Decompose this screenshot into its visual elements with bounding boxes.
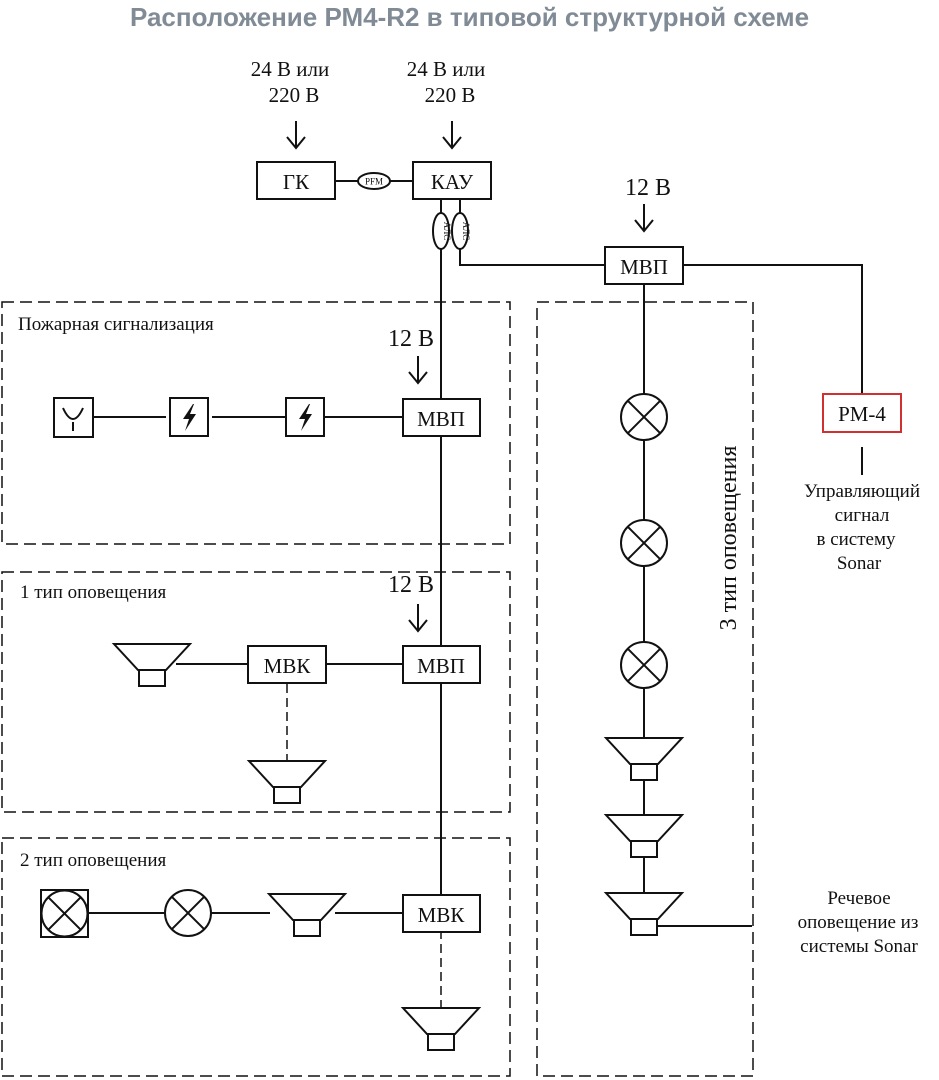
gk-power-line2: 220 В xyxy=(269,83,320,107)
speaker-icon-type3-2 xyxy=(605,814,683,858)
mvp-label-type1: МВП xyxy=(417,654,465,678)
als-connector-2: АЛС xyxy=(451,199,471,250)
mvp-block-fire: МВП xyxy=(402,398,481,437)
mvk-block-type1: МВК xyxy=(247,645,327,684)
pfm-label: PFM xyxy=(365,177,383,187)
v12-arrow-type1 xyxy=(408,603,428,632)
zone-type2-frame xyxy=(1,837,511,1077)
zone-type3-label: 3 тип оповещения xyxy=(716,446,742,631)
kau-power-line2: 220 В xyxy=(425,83,476,107)
speaker-icon-type2-a xyxy=(268,893,346,937)
speech-note-3: системы Sonar xyxy=(800,936,918,957)
speaker-icon-type1-b xyxy=(248,760,326,804)
speaker-icon-type3-3 xyxy=(605,892,683,936)
gk-power-line1: 24 В или xyxy=(251,57,329,81)
v12-arrow-right xyxy=(634,203,654,232)
zone-type2-label: 2 тип оповещения xyxy=(20,850,166,871)
lamp-icon-type3-3 xyxy=(620,641,668,689)
zone-type1-frame xyxy=(1,571,511,813)
dashed-links xyxy=(286,684,442,1008)
v12-label-type1: 12 В xyxy=(388,572,434,598)
lamp-icon-type3-1 xyxy=(620,393,668,441)
gk-power-arrow xyxy=(286,120,306,149)
smoke-detector-icon xyxy=(53,397,94,438)
wiring xyxy=(88,180,863,927)
control-note-3: в систему xyxy=(816,529,896,550)
speaker-icon-type3-1 xyxy=(605,737,683,781)
rm4-block: РМ-4 xyxy=(822,393,902,433)
control-note-2: сигнал xyxy=(835,505,890,526)
mvk-block-type2: МВК xyxy=(402,894,481,933)
mvk-label-type2: МВК xyxy=(418,903,466,927)
mvp-label-right: МВП xyxy=(620,255,668,279)
speech-note-2: оповещение из xyxy=(798,912,919,933)
kau-label: КАУ xyxy=(431,170,473,194)
fire-detector-icon-1 xyxy=(169,397,209,437)
mvp-block-right: МВП xyxy=(604,246,684,285)
zone-type1-label: 1 тип оповещения xyxy=(20,582,166,603)
diagram-title: Расположение РМ4-R2 в типовой структурно… xyxy=(129,2,810,32)
v12-label-right: 12 В xyxy=(625,175,671,201)
speech-note-1: Речевое xyxy=(827,888,890,909)
lamp-icon-type2 xyxy=(164,889,212,937)
mvp-label-fire: МВП xyxy=(417,407,465,431)
control-note-4: Sonar xyxy=(837,553,882,574)
speaker-icon-type2-b xyxy=(402,1007,480,1051)
lamp-icon-type3-2 xyxy=(620,519,668,567)
rm4-label: РМ-4 xyxy=(838,402,886,426)
gk-block: ГК xyxy=(256,161,336,200)
als-connector-1: АЛС xyxy=(432,199,452,250)
als-label-2: АЛС xyxy=(461,222,471,241)
kau-power-arrow xyxy=(442,120,462,149)
kau-power-line1: 24 В или xyxy=(407,57,485,81)
fire-detector-icon-2 xyxy=(285,397,325,437)
zone-fire-frame xyxy=(1,301,511,545)
mvk-label-type1: МВК xyxy=(264,654,312,678)
gk-label: ГК xyxy=(283,170,310,194)
zone-fire-label: Пожарная сигнализация xyxy=(18,314,214,335)
lamp-box-icon xyxy=(40,889,89,938)
control-note-1: Управляющий xyxy=(804,481,920,502)
pfm-connector: PFM xyxy=(357,172,391,190)
v12-label-fire: 12 В xyxy=(388,326,434,352)
v12-arrow-fire xyxy=(408,355,428,384)
als-label-1: АЛС xyxy=(442,222,452,241)
mvp-block-type1: МВП xyxy=(402,645,481,684)
kau-block: КАУ xyxy=(412,161,492,200)
